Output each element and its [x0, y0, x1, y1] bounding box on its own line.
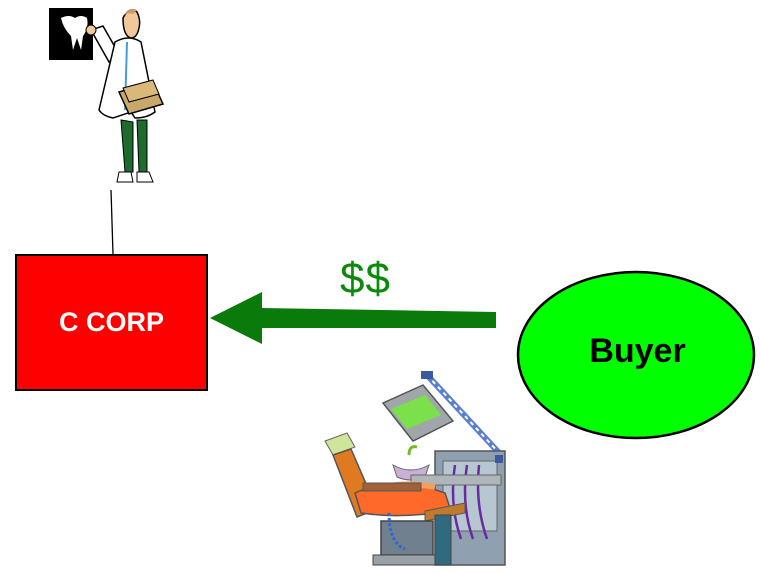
dental-chair-illustration [324, 371, 506, 566]
ownership-connector [110, 190, 114, 255]
c-corp-label: C CORP [58, 307, 164, 337]
dentist-illustration [49, 8, 165, 183]
c-corp-box: C CORP [15, 254, 208, 391]
payment-label: $$ [340, 254, 391, 303]
buyer-ellipse [516, 270, 756, 440]
payment-arrow [210, 292, 496, 344]
buyer-label: Buyer [589, 332, 686, 370]
